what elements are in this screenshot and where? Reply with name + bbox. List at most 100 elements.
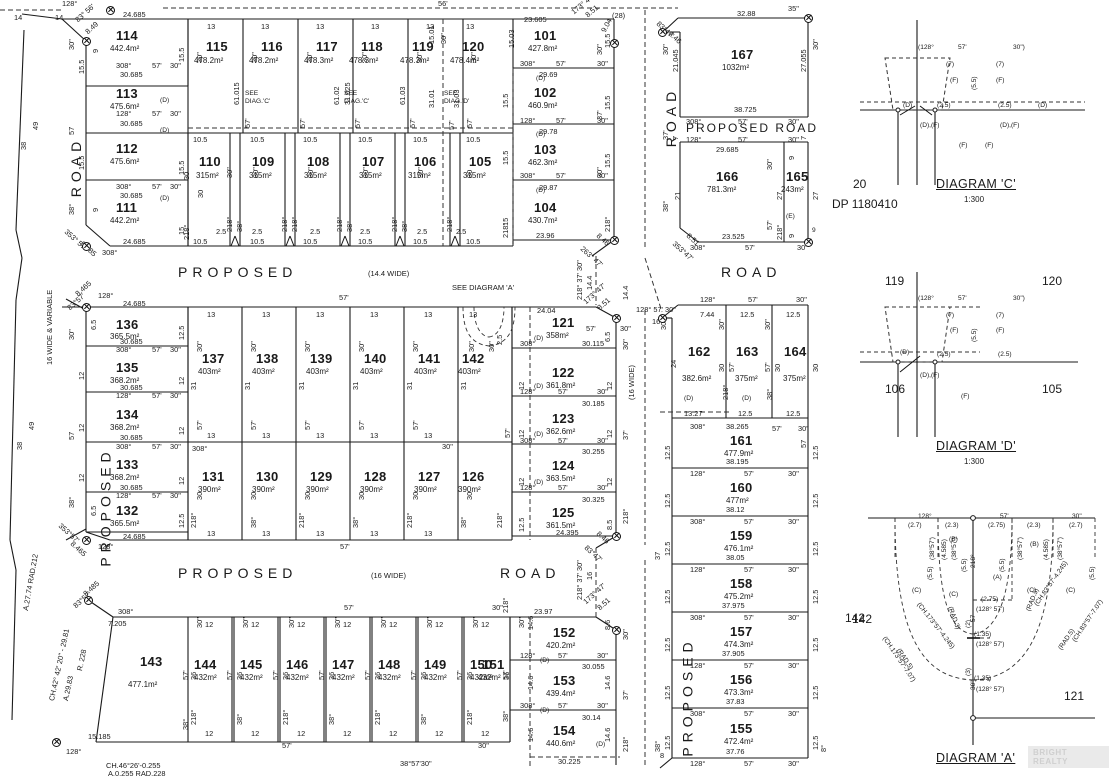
dim-25-b: 2.5 xyxy=(252,227,263,236)
b-12-l: 12 xyxy=(389,729,398,738)
lot-143-id: 143 xyxy=(140,654,163,669)
ev-125-157l: 12.5 xyxy=(663,637,672,652)
d-57-102: 57' xyxy=(556,116,566,125)
bearing-30-mid: 30" xyxy=(439,33,448,44)
mv-12-122l: 12 xyxy=(517,381,526,390)
a0255-note: A.0.255 RAD.228 xyxy=(108,769,166,778)
m-30685-b: 30.685 xyxy=(120,383,143,392)
tag-d-122: (D) xyxy=(534,335,544,342)
e-57-158: 57' xyxy=(744,565,754,574)
v-218-106: 218° xyxy=(390,216,399,232)
m-13-g: 13 xyxy=(207,431,216,440)
lot-150-id: 150 xyxy=(470,657,493,672)
lot-153-id: 153 xyxy=(553,673,576,688)
bv-36-149: 36 xyxy=(419,671,428,680)
bearing-30-115: 30" xyxy=(195,52,204,63)
lot-122-id: 122 xyxy=(552,365,575,380)
m-30255: 30.255 xyxy=(582,447,605,456)
dd-df: (D),(F) xyxy=(920,372,940,379)
bearing-57-117: 57' xyxy=(298,118,307,128)
lot-134-id: 134 xyxy=(116,407,139,422)
lot-145-id: 145 xyxy=(240,657,263,672)
ev-27-165: 27 xyxy=(775,191,784,200)
mv-12-122: 12 xyxy=(605,381,614,390)
lot-115-id: 115 xyxy=(206,39,228,54)
da-bb: (B) xyxy=(1030,541,1039,548)
m-57-a: 57' xyxy=(152,345,162,354)
lot-117-id: 117 xyxy=(316,39,338,54)
v-38-109: 38° xyxy=(235,220,244,232)
boundary-node-nw xyxy=(82,37,91,46)
bv-38-151: 38° xyxy=(501,710,510,722)
bearing-57-mid: 57' xyxy=(447,120,456,130)
ev-218-165: 218° xyxy=(775,224,784,240)
boundary-node-w4 xyxy=(84,596,93,605)
boundary-node-w-east xyxy=(658,314,667,323)
mv-31-137: 31 xyxy=(189,381,198,390)
lot-159-id: 159 xyxy=(730,528,753,543)
lot-165-id: 165 xyxy=(786,169,809,184)
m-308-121: 308° xyxy=(520,339,536,348)
dd-7a: (7) xyxy=(946,312,955,319)
mv-30-121r: 30" xyxy=(621,339,630,350)
da-4585a: (4.585) xyxy=(941,539,948,560)
dim-105-j: 10.5 xyxy=(358,237,373,246)
v-30-107: 30" xyxy=(361,167,370,178)
v-30-106: 30" xyxy=(416,167,425,178)
mv-57-141: 57' xyxy=(411,420,420,430)
mv-16w: 16 xyxy=(585,571,594,580)
bv-38-147: 38° xyxy=(327,713,336,725)
da-12857b: (128° 57') xyxy=(976,641,1005,648)
lot-125-id: 125 xyxy=(552,505,575,520)
d-2987: 29.87 xyxy=(539,183,558,192)
mv-30-127: 30 xyxy=(411,491,420,500)
bv-57-150: 57' xyxy=(501,670,510,680)
tag-d-125: (D) xyxy=(534,479,544,486)
mv-125-a: 12.5 xyxy=(177,325,186,340)
e-30-167: 30" xyxy=(788,117,799,126)
boundary-node-w3 xyxy=(82,536,91,545)
mv-12-b: 12 xyxy=(177,426,186,435)
south-middle-road-label: ROAD xyxy=(500,565,561,581)
dim-1501: 15.01 xyxy=(427,25,436,45)
lot-158-area: 475.2m² xyxy=(724,592,754,601)
da-57: 57' xyxy=(1000,513,1009,520)
bv-30-146: 30" xyxy=(287,617,296,628)
da-3857c: (38°57') xyxy=(1017,537,1024,560)
m-13-m: 13 xyxy=(262,529,271,538)
mv-31-139: 31 xyxy=(297,381,306,390)
ev-9-165b: 9 xyxy=(787,233,796,238)
mv-38-128: 38° xyxy=(351,516,360,528)
diagram-d-title: DIAGRAM 'D' xyxy=(936,439,1017,453)
e-57-162: 57' xyxy=(748,295,758,304)
mv-125-b: 12.5 xyxy=(177,513,186,528)
lot-136-area: 365.5m² xyxy=(110,332,140,341)
mv-31-140: 31 xyxy=(351,381,360,390)
lot-118-id: 118 xyxy=(361,39,383,54)
d-1503: 15.03 xyxy=(507,29,516,49)
da-cd: (C) xyxy=(1066,587,1076,594)
e-125-164: 12.5 xyxy=(786,310,801,319)
b-12-d: 12 xyxy=(343,620,352,629)
m-57-b: 57' xyxy=(152,391,162,400)
m-57-123: 57' xyxy=(558,436,568,445)
boundary-node-e3 xyxy=(612,314,621,323)
boundary-node-nw-east xyxy=(658,28,667,37)
m-30-121b: 30" xyxy=(620,324,631,333)
mv-31-142: 31 xyxy=(459,381,468,390)
ev-38-left: 38° xyxy=(653,740,662,752)
dc-fc: (F) xyxy=(959,142,968,149)
bv-36-144: 36 xyxy=(189,671,198,680)
e-30-160: 30" xyxy=(788,469,799,478)
dv-155-103: 15.5 xyxy=(603,153,612,168)
bearing-30-120: 30" xyxy=(469,52,478,63)
ev-57-165: 57' xyxy=(765,220,774,230)
da-23b: (2.3) xyxy=(1027,522,1041,529)
lot-146-area: 432m² xyxy=(286,673,309,682)
lot-104-id: 104 xyxy=(534,200,557,215)
lot-154-id: 154 xyxy=(553,723,576,738)
dd-fc: (F) xyxy=(961,393,970,400)
dim-128-143: 128° xyxy=(66,747,82,756)
dim-49-west: 49 xyxy=(31,121,40,130)
lot-120-id: 120 xyxy=(462,39,485,54)
